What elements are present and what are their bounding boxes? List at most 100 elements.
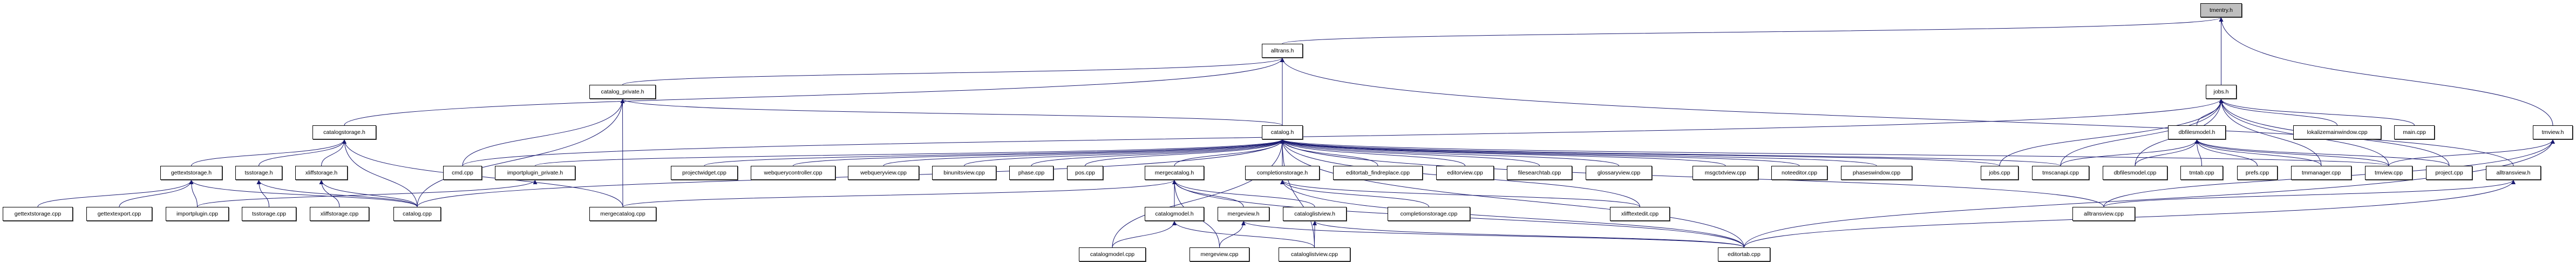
node-phase-cpp[interactable]: phase.cpp [1009,166,1053,180]
node-xliffstorage-h[interactable]: xliffstorage.h [295,166,348,180]
edge-catalog-cpp-to-gettextstorage-h [189,179,418,207]
node-editortab-cpp[interactable]: editortab.cpp [1718,247,1770,261]
edge-webqueryview-cpp-to-catalog-h [883,139,1284,166]
node-importplugin-private-h[interactable]: importplugin_private.h [495,166,575,180]
node-tmview-h[interactable]: tmview.h [2533,125,2573,139]
edge-xliffstorage-cpp-to-xliffstorage-h [319,179,340,207]
edge-editorview-cpp-to-catalog-h [1280,139,1465,166]
edge-editortab-cpp-to-mergeview-h [1241,220,1744,248]
node-jobs-cpp[interactable]: jobs.cpp [1981,166,2018,180]
node-webqueryview-cpp[interactable]: webqueryview.cpp [848,166,919,180]
node-catalogmodel-h[interactable]: catalogmodel.h [1145,207,1204,221]
node-completionstorage-cpp[interactable]: completionstorage.cpp [1388,207,1470,221]
edge-phase-cpp-to-catalog-h [1031,139,1284,166]
edge-webquerycontroller-cpp-to-catalog-h [793,139,1284,166]
node-cmd-cpp[interactable]: cmd.cpp [443,166,482,180]
edge-alltrans-h-to-tmentry-h [1282,17,2224,44]
edge-jobs-cpp-to-jobs-h [1999,98,2224,166]
edge-mergecatalog-cpp-to-mergecatalog-h [622,179,1177,207]
edge-editortab-cpp-to-tmview-h [1744,139,2555,248]
node-xlifftextedit-cpp[interactable]: xlifftextedit.cpp [1610,207,1670,221]
node-msgctxtview-cpp[interactable]: msgctxtview.cpp [1693,166,1758,180]
edge-editortab-cpp-to-completionstorage-h [1280,179,1744,248]
edge-gettextstorage-cpp-to-gettextstorage-h [37,179,194,207]
node-tmmanager-cpp[interactable]: tmmanager.cpp [2291,166,2351,180]
node-pos-cpp[interactable]: pos.cpp [1067,166,1103,180]
edge-tmview-cpp-to-catalog-h [1280,139,2389,166]
node-catalog-cpp[interactable]: catalog.cpp [393,207,441,221]
node-xliffstorage-cpp[interactable]: xliffstorage.cpp [310,207,369,221]
node-projectwidget-cpp[interactable]: projectwidget.cpp [671,166,738,180]
node-catalogstorage-h[interactable]: catalogstorage.h [312,125,376,139]
node-jobs-h[interactable]: jobs.h [2206,85,2237,99]
node-editorview-cpp[interactable]: editorview.cpp [1436,166,1494,180]
edge-catalog-cpp-to-catalogstorage-h [342,139,418,207]
node-gettextstorage-h[interactable]: gettextstorage.h [160,166,222,180]
edge-cmd-cpp-to-jobs-h [462,98,2224,166]
edge-cataloglistview-cpp-to-catalog-h [1280,139,1315,248]
node-glossaryview-cpp[interactable]: glossaryview.cpp [1586,166,1652,180]
edge-editortab-findreplace-cpp-to-catalog-h [1280,139,1378,166]
node-completionstorage-h[interactable]: completionstorage.h [1245,166,1320,180]
edge-pos-cpp-to-catalog-h [1085,139,1284,166]
node-mergeview-cpp[interactable]: mergeview.cpp [1190,247,1249,261]
node-catalogmodel-cpp[interactable]: catalogmodel.cpp [1079,247,1146,261]
edge-mergeview-cpp-to-mergeview-h [1219,220,1246,248]
node-dbfilesmodel-h[interactable]: dbfilesmodel.h [2168,125,2226,139]
node-mergeview-h[interactable]: mergeview.h [1218,207,1269,221]
node-editortab-findreplace-cpp[interactable]: editortab_findreplace.cpp [1333,166,1423,180]
node-tsstorage-h[interactable]: tsstorage.h [235,166,282,180]
node-cataloglistview-cpp[interactable]: cataloglistview.cpp [1279,247,1350,261]
node-tmentry-h[interactable]: tmentry.h [2200,3,2242,17]
edge-jobs-cpp-to-catalog-h [1280,139,2000,166]
node-alltransview-cpp[interactable]: alltransview.cpp [2072,207,2135,221]
edge-cataloglistview-cpp-to-catalogmodel-h [1172,220,1315,248]
node-dbfilesmodel-cpp[interactable]: dbfilesmodel.cpp [2103,166,2167,180]
edge-tmmanager-cpp-to-dbfilesmodel-h [2194,139,2322,166]
node-webquerycontroller-cpp[interactable]: webquerycontroller.cpp [751,166,835,180]
edge-importplugin-private-h-to-catalog-h [535,139,1284,166]
node-main-cpp[interactable]: main.cpp [2394,125,2435,139]
node-mergecatalog-h[interactable]: mergecatalog.h [1145,166,1204,180]
node-project-cpp[interactable]: project.cpp [2426,166,2472,180]
node-filesearchtab-cpp[interactable]: filesearchtab.cpp [1507,166,1572,180]
node-noteeditor-cpp[interactable]: noteeditor.cpp [1771,166,1827,180]
node-catalog-private-h[interactable]: catalog_private.h [589,85,656,99]
edge-gettextexport-cpp-to-gettextstorage-h [119,179,194,207]
node-gettextstorage-cpp[interactable]: gettextstorage.cpp [3,207,73,221]
edge-phaseswindow-cpp-to-catalog-h [1280,139,1877,166]
node-gettextexport-cpp[interactable]: gettextexport.cpp [86,207,152,221]
node-tmtab-cpp[interactable]: tmtab.cpp [2180,166,2223,180]
edge-catalog-cpp-to-catalog-private-h [417,98,625,207]
edge-importplugin-cpp-to-importplugin-private-h [197,179,538,207]
edge-main-cpp-to-jobs-h [2219,98,2415,126]
edge-tmmanager-cpp-to-jobs-h [2219,98,2322,166]
edge-cataloglistview-h-to-mergecatalog-h [1172,179,1315,207]
edge-dbfilesmodel-h-to-jobs-h [2197,98,2224,126]
node-mergecatalog-cpp[interactable]: mergecatalog.cpp [589,207,656,221]
node-lokalizemainwindow-cpp[interactable]: lokalizemainwindow.cpp [2293,125,2381,139]
node-tsstorage-cpp[interactable]: tsstorage.cpp [242,207,296,221]
edge-catalogmodel-cpp-to-catalogmodel-h [1112,220,1177,248]
edge-tmview-cpp-to-dbfilesmodel-h [2194,139,2389,166]
node-binunitsview-cpp[interactable]: binunitsview.cpp [932,166,996,180]
node-importplugin-cpp[interactable]: importplugin.cpp [166,207,229,221]
node-tmscanapi-cpp[interactable]: tmscanapi.cpp [2032,166,2089,180]
node-prefs-cpp[interactable]: prefs.cpp [2237,166,2278,180]
edge-editortab-cpp-to-catalog-h [1280,139,1744,248]
node-alltrans-h[interactable]: alltrans.h [1262,44,1303,58]
edge-catalog-private-h-to-alltrans-h [622,57,1284,85]
node-phaseswindow-cpp[interactable]: phaseswindow.cpp [1841,166,1912,180]
edge-filesearchtab-cpp-to-catalog-h [1280,139,1540,166]
edge-catalogstorage-h-to-alltrans-h [344,57,1284,126]
node-cataloglistview-h[interactable]: cataloglistview.h [1283,207,1347,221]
node-catalog-h[interactable]: catalog.h [1262,125,1303,139]
edge-gettextstorage-h-to-catalogstorage-h [191,139,346,166]
edge-tmscanapi-cpp-to-dbfilesmodel-h [2060,139,2199,166]
edge-alltransview-cpp-to-alltransview-h [2103,179,2516,207]
node-tmview-cpp[interactable]: tmview.cpp [2365,166,2412,180]
edge-tmscanapi-cpp-to-catalog-h [1280,139,2061,166]
node-alltransview-h[interactable]: alltransview.h [2486,166,2541,180]
